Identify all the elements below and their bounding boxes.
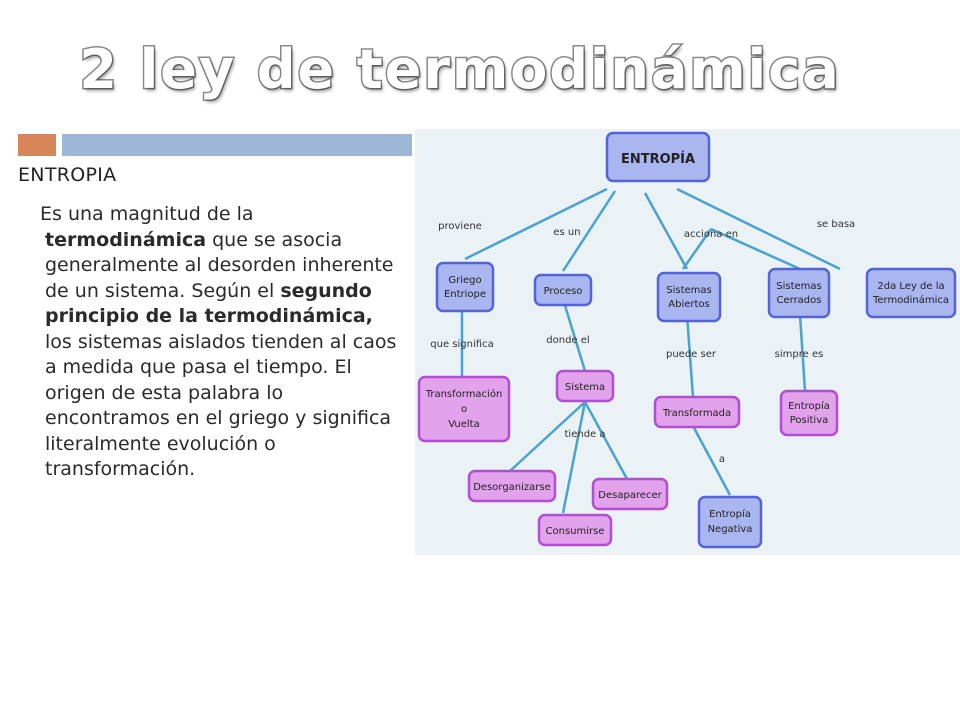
link-label-donde-el: donde el [546, 335, 589, 346]
node-positiva-line1: Entropía [788, 400, 830, 412]
node-consumirse-label: Consumirse [546, 526, 605, 537]
section-subtitle: ENTROPIA [18, 164, 117, 186]
node-abiertos-line1: Sistemas [666, 285, 712, 296]
node-negativa-line2: Negativa [708, 524, 753, 535]
node-desorganizarse-label: Desorganizarse [473, 482, 551, 493]
paragraph-segment: Es una magnitud de la [40, 203, 254, 225]
accent-bar-blue [62, 134, 412, 156]
node-entropia: ENTROPÍA [605, 131, 711, 183]
body-paragraph: Es una magnitud de la termodinámica que … [40, 202, 405, 483]
node-negativa-line1: Entropía [709, 508, 751, 520]
paragraph-segment: que se asocia generalmente al desorden i… [45, 228, 394, 302]
link-label-que-significa: que significa [430, 339, 493, 350]
link-label-proviene: proviene [438, 221, 482, 232]
link-label-a: a [719, 454, 725, 465]
link-label-puede-ser: puede ser [666, 349, 717, 360]
node-desaparecer: Desaparecer [591, 477, 669, 511]
node-entropia-positiva: Entropía Positiva [779, 389, 839, 437]
node-entropia-negativa: Entropía Negativa [697, 495, 763, 549]
node-cerrados-line2: Cerrados [777, 295, 822, 306]
node-ley-line2: Termodinámica [872, 294, 949, 306]
node-sistema-label: Sistema [565, 382, 605, 393]
node-positiva-line2: Positiva [790, 415, 829, 426]
node-consumirse: Consumirse [537, 513, 613, 547]
node-ley-line1: 2da Ley de la [877, 281, 944, 292]
node-desaparecer-label: Desaparecer [598, 490, 662, 501]
node-proceso: Proceso [533, 273, 593, 307]
node-griego-line2: Entriope [444, 289, 486, 300]
connector-lines [460, 187, 841, 514]
link-label-es-un: es un [553, 227, 580, 238]
node-transformacion-line2: o [461, 404, 467, 415]
node-transformacion-vuelta: Transformación o Vuelta [417, 375, 511, 443]
node-abiertos-line2: Abiertos [668, 299, 709, 310]
node-entropia-label: ENTROPÍA [621, 151, 695, 167]
concept-map-image: proviene es un acciona en se basa que si… [415, 129, 960, 555]
paragraph-bold-segundo-principio: segundo principio de la termodinámica, [45, 279, 373, 328]
node-sistemas-abiertos: Sistemas Abiertos [656, 271, 722, 323]
concept-map-svg: proviene es un acciona en se basa que si… [417, 131, 957, 549]
node-proceso-label: Proceso [544, 286, 583, 297]
link-label-acciona-en: acciona en [684, 229, 738, 240]
node-sistemas-cerrados: Sistemas Cerrados [767, 267, 831, 319]
node-transformacion-line3: Vuelta [448, 419, 479, 430]
slide-title: 2 ley de termodinámica [78, 37, 841, 103]
node-sistema: Sistema [555, 369, 615, 403]
link-label-se-basa: se basa [817, 219, 855, 230]
node-2da-ley: 2da Ley de la Termodinámica [865, 267, 957, 319]
node-cerrados-line1: Sistemas [776, 281, 822, 292]
accent-bar-orange [18, 134, 56, 156]
link-label-tiende-a: tiende a [565, 429, 606, 440]
node-griego-entriope: Griego Entriope [435, 261, 495, 313]
node-griego-line1: Griego [448, 275, 481, 286]
node-transformada-label: Transformada [662, 408, 731, 419]
link-labels: proviene es un acciona en se basa que si… [430, 219, 855, 465]
paragraph-segment: los sistemas aislados tienden al caos a … [45, 330, 397, 481]
node-transformacion-line1: Transformación [425, 388, 503, 400]
paragraph-bold-termodinamica: termodinámica [45, 228, 207, 251]
node-transformada: Transformada [653, 395, 741, 429]
link-label-simpre-es: simpre es [775, 349, 824, 360]
node-desorganizarse: Desorganizarse [467, 469, 557, 503]
